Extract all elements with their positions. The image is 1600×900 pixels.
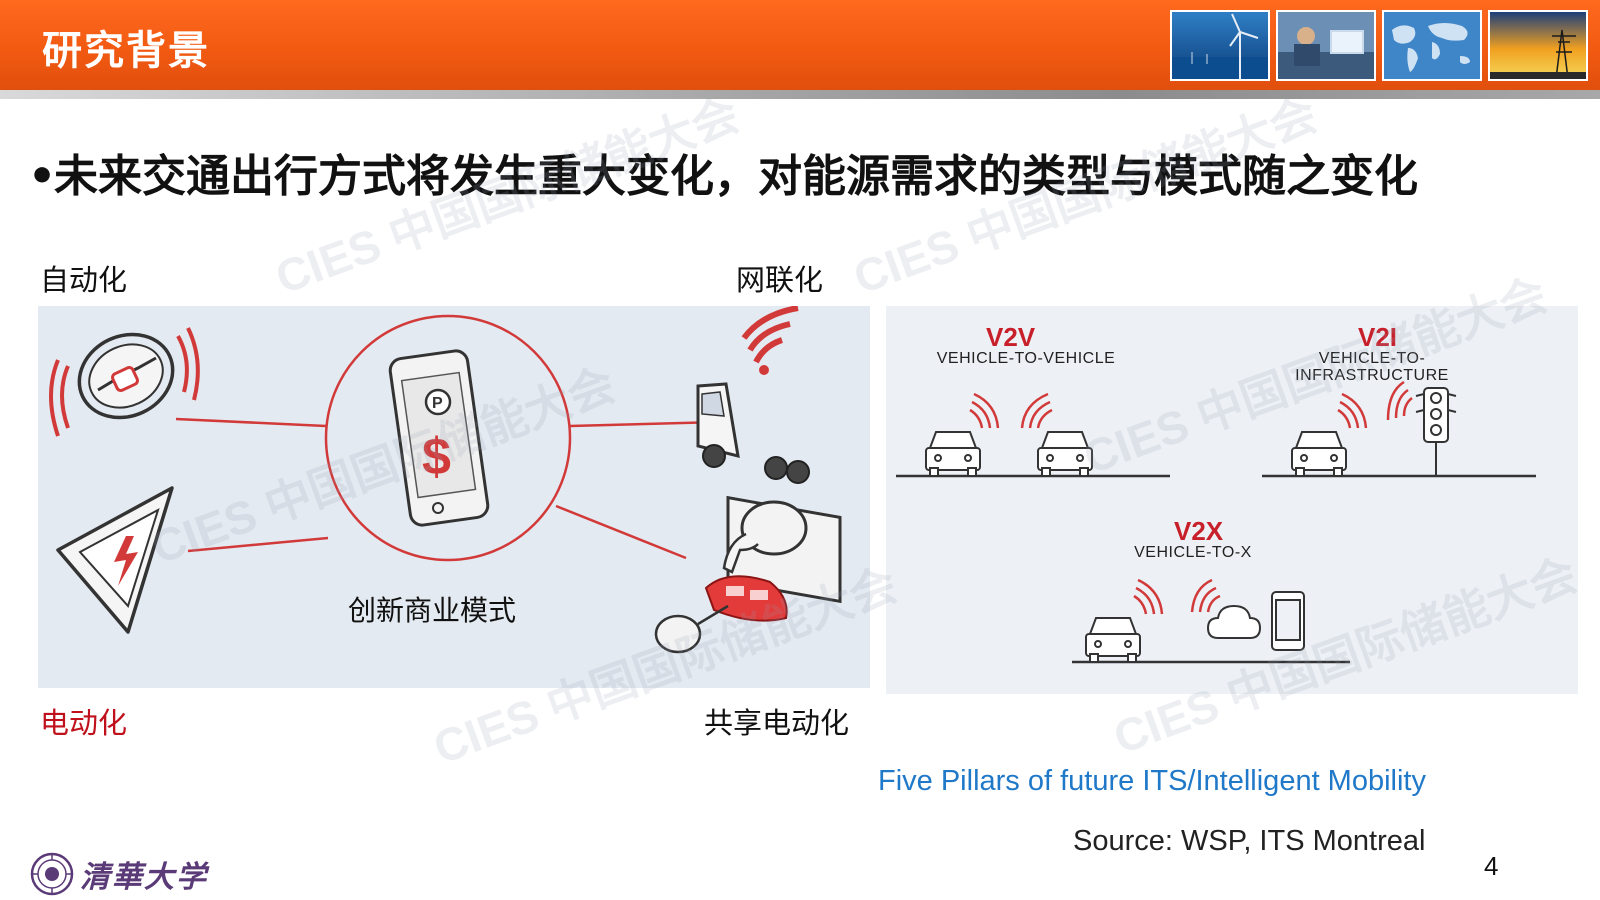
figure-source: Source: WSP, ITS Montreal xyxy=(1073,825,1426,857)
thumbnail-power-tower-sunset xyxy=(1488,10,1588,81)
figure-caption: Five Pillars of future ITS/Intelligent M… xyxy=(878,765,1426,797)
connector-line-connected xyxy=(569,420,721,428)
v2i-title: V2I xyxy=(1358,322,1398,352)
v2i-signal-icons xyxy=(1337,380,1413,429)
pillars-illustration: P $ xyxy=(49,305,842,654)
label-autonomous: 自动化 xyxy=(40,263,128,297)
v2x-subtitle: VEHICLE-TO-X xyxy=(1134,544,1252,561)
connected-truck-icon xyxy=(696,305,842,604)
v2v-car-left-icon xyxy=(925,431,981,477)
shared-car-hand-icon xyxy=(654,500,808,654)
smartphone-icon: P $ xyxy=(388,349,490,527)
tsinghua-logo: 清華大学 xyxy=(30,852,208,896)
svg-text:$: $ xyxy=(422,428,451,486)
label-electric: 电动化 xyxy=(40,706,128,740)
v2x-illustration xyxy=(896,380,1536,664)
connector-line-autonomous xyxy=(175,417,327,428)
university-name: 清華大学 xyxy=(80,860,208,895)
mobility-pillars-diagram: P $ xyxy=(38,305,870,688)
v2v-subtitle: VEHICLE-TO-VEHICLE xyxy=(936,350,1116,367)
header-bar: 研究背景 xyxy=(0,0,1600,90)
label-business-model: 创新商业模式 xyxy=(348,594,516,627)
v2x-car-icon xyxy=(1085,617,1141,663)
v2x-signal-icons xyxy=(1133,578,1221,615)
thumbnail-engineer-computer xyxy=(1276,10,1376,81)
svg-text:P: P xyxy=(432,395,443,412)
electric-warning-icon xyxy=(56,486,174,634)
label-connected: 网联化 xyxy=(736,263,824,297)
page-title: 研究背景 xyxy=(42,28,210,74)
v2i-car-icon xyxy=(1291,431,1347,477)
university-seal-icon xyxy=(30,852,74,896)
v2x-title: V2X xyxy=(1174,516,1224,546)
mobile-phone-icon xyxy=(1271,591,1305,651)
v2i-subtitle-line1: VEHICLE-TO- xyxy=(1318,350,1426,367)
header-divider-band xyxy=(0,90,1600,99)
main-bullet: •未来交通出行方式将发生重大变化，对能源需求的类型与模式随之变化 xyxy=(28,140,1418,204)
connector-line-shared xyxy=(555,504,687,560)
cloud-icon xyxy=(1206,604,1262,639)
v2v-car-right-icon xyxy=(1037,431,1093,477)
steering-wheel-icon xyxy=(49,327,200,437)
central-circle xyxy=(324,314,572,562)
connector-line-electric xyxy=(187,536,329,553)
header-thumbnails xyxy=(1170,10,1588,81)
label-shared: 共享电动化 xyxy=(704,706,850,740)
thumbnail-world-map xyxy=(1382,10,1482,81)
page-number: 4 xyxy=(1484,851,1499,881)
v2i-subtitle-line2: INFRASTRUCTURE xyxy=(1295,367,1449,384)
v2v-title: V2V xyxy=(986,322,1036,352)
traffic-light-icon xyxy=(1415,387,1457,476)
v2v-signal-icons xyxy=(969,392,1053,429)
v2i-subtitle: VEHICLE-TO- INFRASTRUCTURE xyxy=(1282,350,1462,384)
thumbnail-wind-turbine xyxy=(1170,10,1270,81)
main-bullet-text: 未来交通出行方式将发生重大变化，对能源需求的类型与模式随之变化 xyxy=(54,151,1418,202)
bullet-dot: • xyxy=(28,151,57,202)
v2x-diagram: V2V VEHICLE-TO-VEHICLE V2I VEHICLE-TO- I… xyxy=(886,306,1578,694)
